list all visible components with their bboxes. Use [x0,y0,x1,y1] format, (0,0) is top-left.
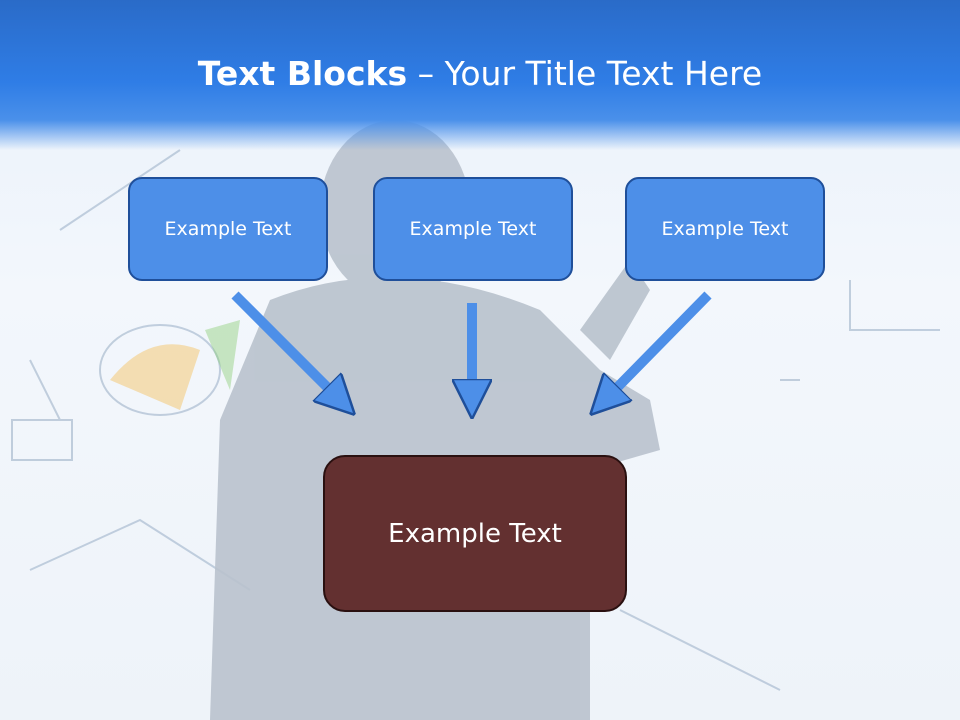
arrow-right [600,291,712,405]
slide-title: Text Blocks – Your Title Text Here [0,54,960,93]
text-block-top-middle[interactable]: Example Text [373,177,573,281]
text-block-top-left[interactable]: Example Text [128,177,328,281]
arrow-left [231,291,345,405]
text-block-label: Example Text [409,218,537,240]
text-block-label: Example Text [164,218,292,240]
text-block-bottom[interactable]: Example Text [323,455,627,612]
title-bar [0,0,960,150]
title-rest: – Your Title Text Here [407,54,763,93]
text-block-label: Example Text [388,518,562,549]
text-block-label: Example Text [661,218,789,240]
text-block-top-right[interactable]: Example Text [625,177,825,281]
title-bold: Text Blocks [197,54,408,93]
